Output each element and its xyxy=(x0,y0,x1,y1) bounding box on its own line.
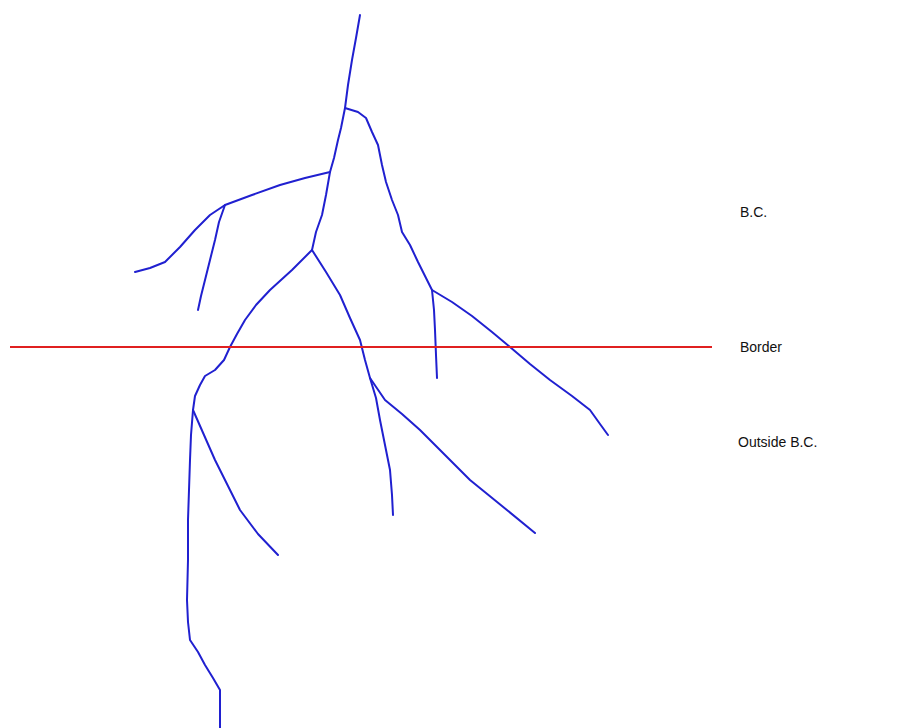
river-branch xyxy=(135,172,330,272)
river-branch xyxy=(345,108,608,435)
river-branch xyxy=(312,250,535,533)
river-branch xyxy=(193,410,278,555)
river-branch xyxy=(432,290,437,378)
border-label: Border xyxy=(740,339,782,356)
river-branch xyxy=(370,378,393,515)
river-branch xyxy=(187,250,312,728)
region-label: B.C. xyxy=(740,204,767,221)
border-line xyxy=(10,346,712,348)
region-label: Outside B.C. xyxy=(738,434,817,451)
river-branch xyxy=(198,205,225,310)
river-trunk xyxy=(312,15,360,250)
